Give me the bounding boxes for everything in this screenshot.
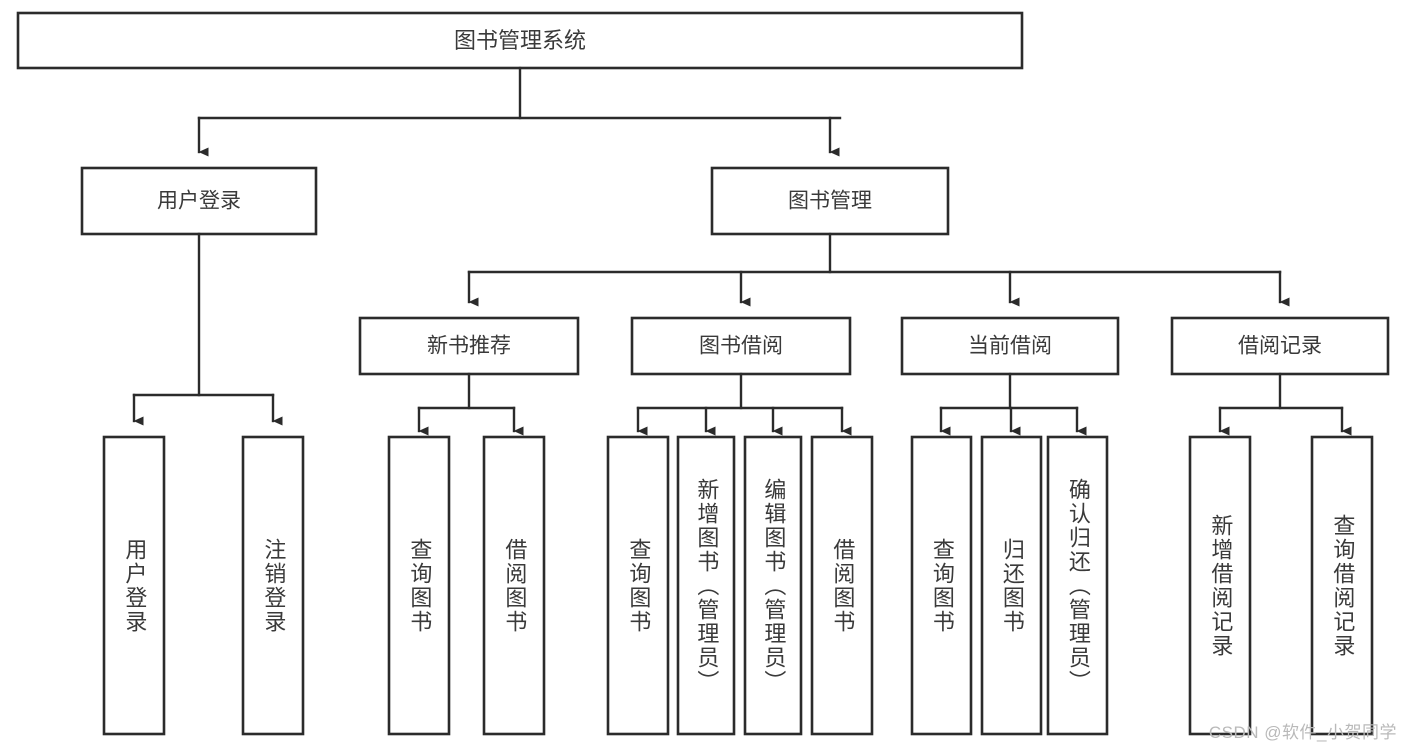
connector-current-borrow-bus: [939, 372, 1087, 436]
node-user-login[interactable]: 用户登录: [80, 166, 318, 236]
leaf-box[interactable]: [606, 435, 670, 736]
leaf-box[interactable]: [102, 435, 166, 736]
leaf-box[interactable]: [482, 435, 546, 736]
leaf-boxes: [102, 435, 1374, 736]
node-borrow-record[interactable]: 借阅记录: [1170, 316, 1390, 376]
connector-root-bus: [197, 66, 842, 157]
leaf-box[interactable]: [810, 435, 874, 736]
watermark-text: CSDN @软件_小贺同学: [1208, 723, 1397, 742]
node-borrow-record-label: 借阅记录: [1238, 335, 1322, 358]
connector-new-book-recommend-bus: [417, 372, 524, 436]
leaf-box[interactable]: [1046, 435, 1109, 736]
leaf-box[interactable]: [910, 435, 973, 736]
node-current-borrow[interactable]: 当前借阅: [900, 316, 1120, 376]
node-root-label: 图书管理系统: [454, 28, 586, 53]
node-current-borrow-label: 当前借阅: [968, 335, 1052, 358]
node-new-book-recommend[interactable]: 新书推荐: [358, 316, 580, 376]
connector-book-borrow-bus: [636, 372, 852, 436]
leaf-box[interactable]: [1310, 435, 1374, 736]
node-user-login-label: 用户登录: [157, 190, 241, 213]
leaf-box[interactable]: [241, 435, 305, 736]
leaf-box[interactable]: [980, 435, 1043, 736]
leaf-box[interactable]: [743, 435, 803, 736]
leaf-box[interactable]: [1188, 435, 1252, 736]
connector-borrow-record-bus: [1218, 372, 1352, 436]
node-book-borrow[interactable]: 图书借阅: [630, 316, 852, 376]
node-root[interactable]: 图书管理系统: [16, 11, 1024, 70]
node-book-borrow-label: 图书借阅: [699, 335, 783, 358]
leaf-box[interactable]: [387, 435, 451, 736]
leaf-box[interactable]: [676, 435, 736, 736]
connector-user-login-bus: [132, 232, 283, 426]
node-book-management[interactable]: 图书管理: [710, 166, 950, 236]
node-new-book-recommend-label: 新书推荐: [427, 335, 511, 358]
node-book-management-label: 图书管理: [788, 190, 872, 213]
connector-book-management-bus: [467, 232, 1290, 307]
